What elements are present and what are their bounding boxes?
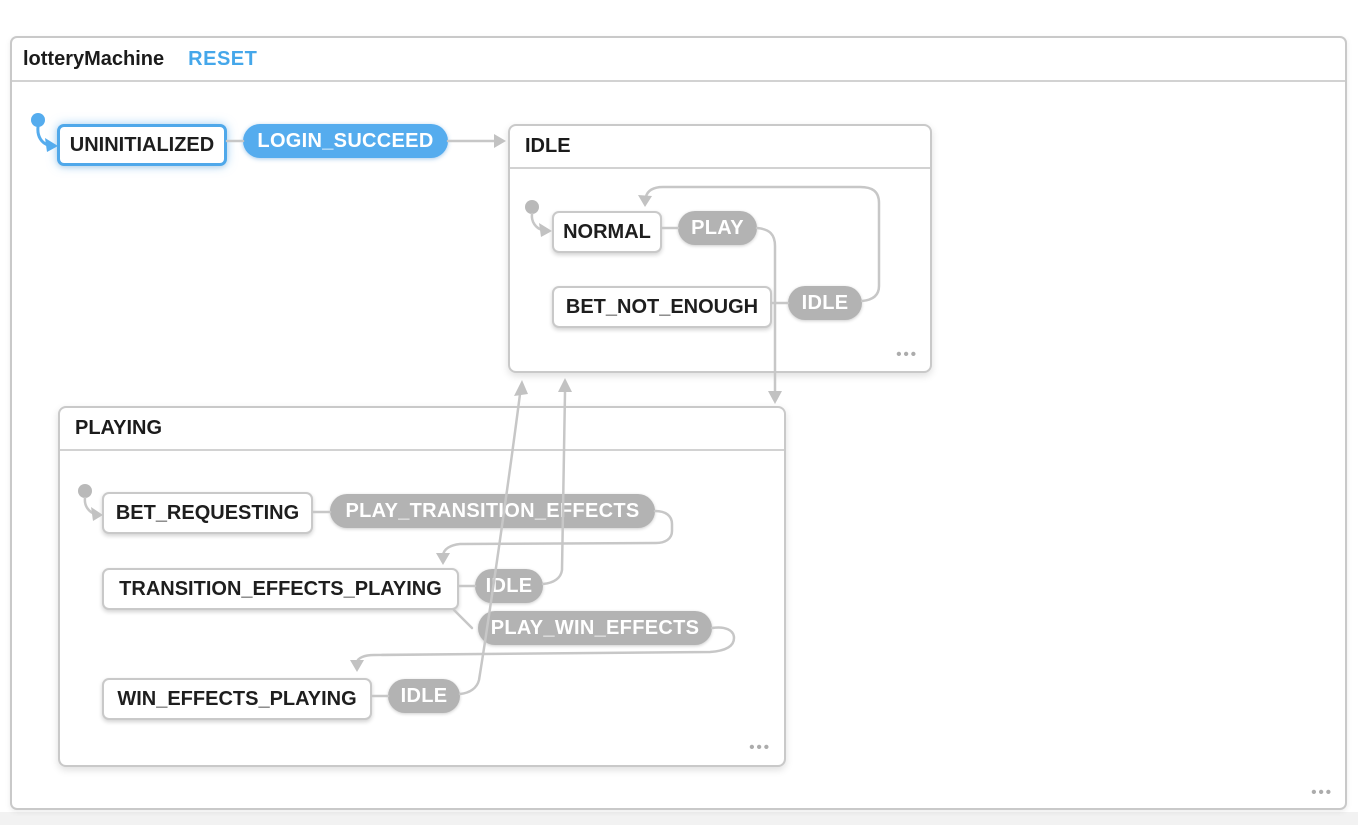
playing-options-ellipsis: ••• <box>749 739 771 756</box>
machine-options-ellipsis: ••• <box>1311 784 1333 801</box>
event-login-succeed[interactable]: LOGIN_SUCCEED <box>243 124 448 158</box>
machine-header: lotteryMachine RESET <box>12 38 1345 82</box>
state-bet-requesting[interactable]: BET_REQUESTING <box>102 492 313 534</box>
idle-options-ellipsis: ••• <box>896 346 918 363</box>
state-transition-effects-playing[interactable]: TRANSITION_EFFECTS_PLAYING <box>102 568 459 610</box>
event-play-transition-effects[interactable]: PLAY_TRANSITION_EFFECTS <box>330 494 655 528</box>
state-group-playing-header: PLAYING <box>60 408 784 451</box>
state-win-effects-playing[interactable]: WIN_EFFECTS_PLAYING <box>102 678 372 720</box>
event-idle-from-transition[interactable]: IDLE <box>475 569 543 603</box>
machine-title: lotteryMachine <box>23 47 165 70</box>
state-uninitialized[interactable]: UNINITIALIZED <box>57 124 227 166</box>
state-group-idle-header: IDLE <box>510 126 930 169</box>
event-idle-from-win[interactable]: IDLE <box>388 679 460 713</box>
event-play[interactable]: PLAY <box>678 211 757 245</box>
state-normal[interactable]: NORMAL <box>552 211 662 253</box>
event-idle[interactable]: IDLE <box>788 286 862 320</box>
footer-strip <box>0 812 1358 825</box>
reset-button[interactable]: RESET <box>188 47 258 70</box>
state-group-playing-title: PLAYING <box>75 417 163 439</box>
event-play-win-effects[interactable]: PLAY_WIN_EFFECTS <box>478 611 712 645</box>
state-bet-not-enough[interactable]: BET_NOT_ENOUGH <box>552 286 772 328</box>
state-group-idle-title: IDLE <box>525 135 571 157</box>
